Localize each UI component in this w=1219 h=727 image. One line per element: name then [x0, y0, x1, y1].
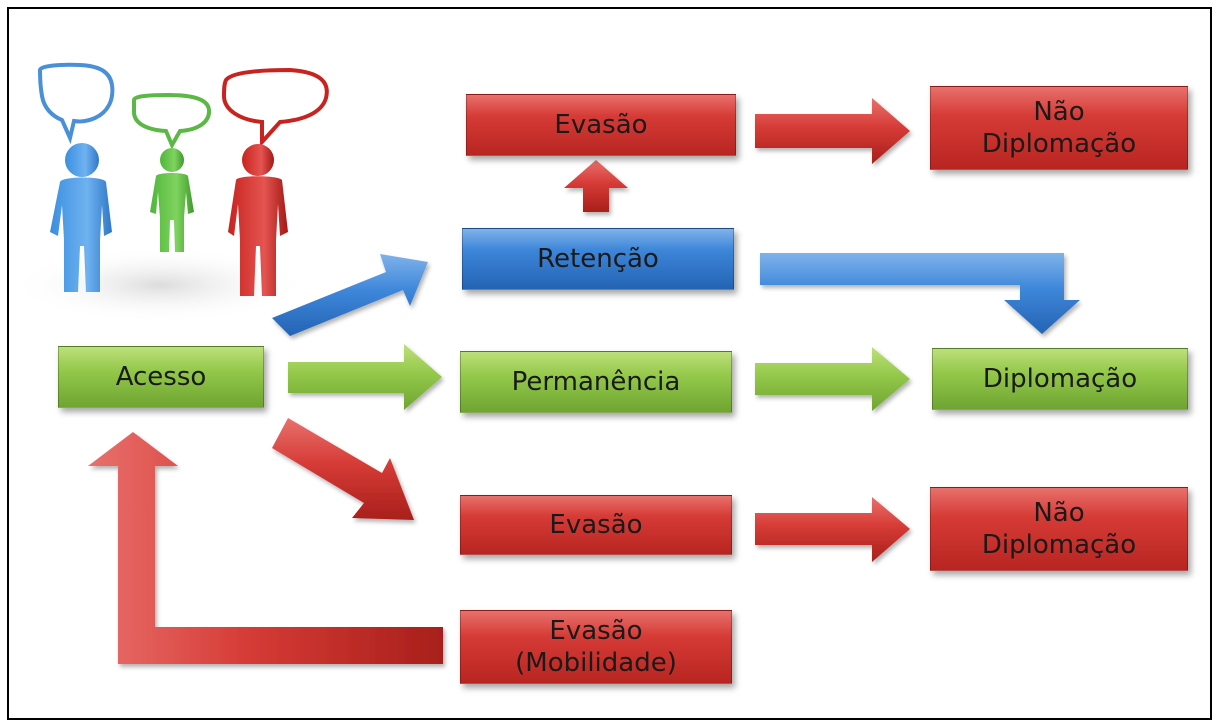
node-nao-diplomacao-top: Não Diplomação [930, 86, 1188, 170]
arrow-evasao-to-nao-diplomacao [755, 497, 910, 562]
node-evasao-mobilidade: Evasão (Mobilidade) [460, 610, 732, 684]
arrow-retencao-to-evasao [564, 160, 628, 212]
node-nao-diplomacao-bottom-line2: Diplomação [981, 530, 1137, 560]
node-retencao: Retenção [462, 228, 734, 290]
node-evasao-top-label: Evasão [554, 110, 648, 140]
arrow-acesso-to-permanencia [288, 344, 442, 410]
node-acesso: Acesso [58, 346, 264, 408]
blue-speech-bubble-icon [37, 62, 115, 145]
red-speech-bubble-icon [221, 67, 329, 148]
node-diplomacao: Diplomação [932, 348, 1188, 410]
arrow-evasao-top-to-nao-diplomacao [755, 98, 910, 164]
node-retencao-label: Retenção [537, 244, 659, 274]
green-person-icon [150, 148, 194, 252]
node-permanencia: Permanência [460, 351, 732, 413]
node-evasao-mobilidade-line1: Evasão [549, 616, 643, 646]
node-nao-diplomacao-bottom-line1: Não [1033, 498, 1085, 528]
node-nao-diplomacao-top-line1: Não [1033, 97, 1085, 127]
node-acesso-label: Acesso [115, 362, 207, 392]
node-evasao-top: Evasão [466, 94, 736, 156]
node-evasao-mobilidade-line2: (Mobilidade) [515, 648, 677, 678]
arrow-retencao-to-diplomacao [760, 253, 1080, 334]
arrow-acesso-to-evasao [272, 418, 414, 520]
blue-person-icon [50, 143, 112, 292]
green-speech-bubble-icon [132, 92, 212, 150]
node-evasao-mid-label: Evasão [549, 510, 643, 540]
arrow-permanencia-to-diplomacao [755, 347, 910, 411]
node-evasao-mid: Evasão [460, 495, 732, 555]
arrow-mobilidade-to-acesso [88, 432, 443, 664]
node-nao-diplomacao-bottom: Não Diplomação [930, 487, 1188, 571]
arrow-acesso-to-retencao [272, 254, 428, 336]
node-diplomacao-label: Diplomação [982, 364, 1138, 394]
node-permanencia-label: Permanência [511, 367, 681, 397]
node-nao-diplomacao-top-line2: Diplomação [981, 129, 1137, 159]
red-person-icon [228, 144, 288, 296]
